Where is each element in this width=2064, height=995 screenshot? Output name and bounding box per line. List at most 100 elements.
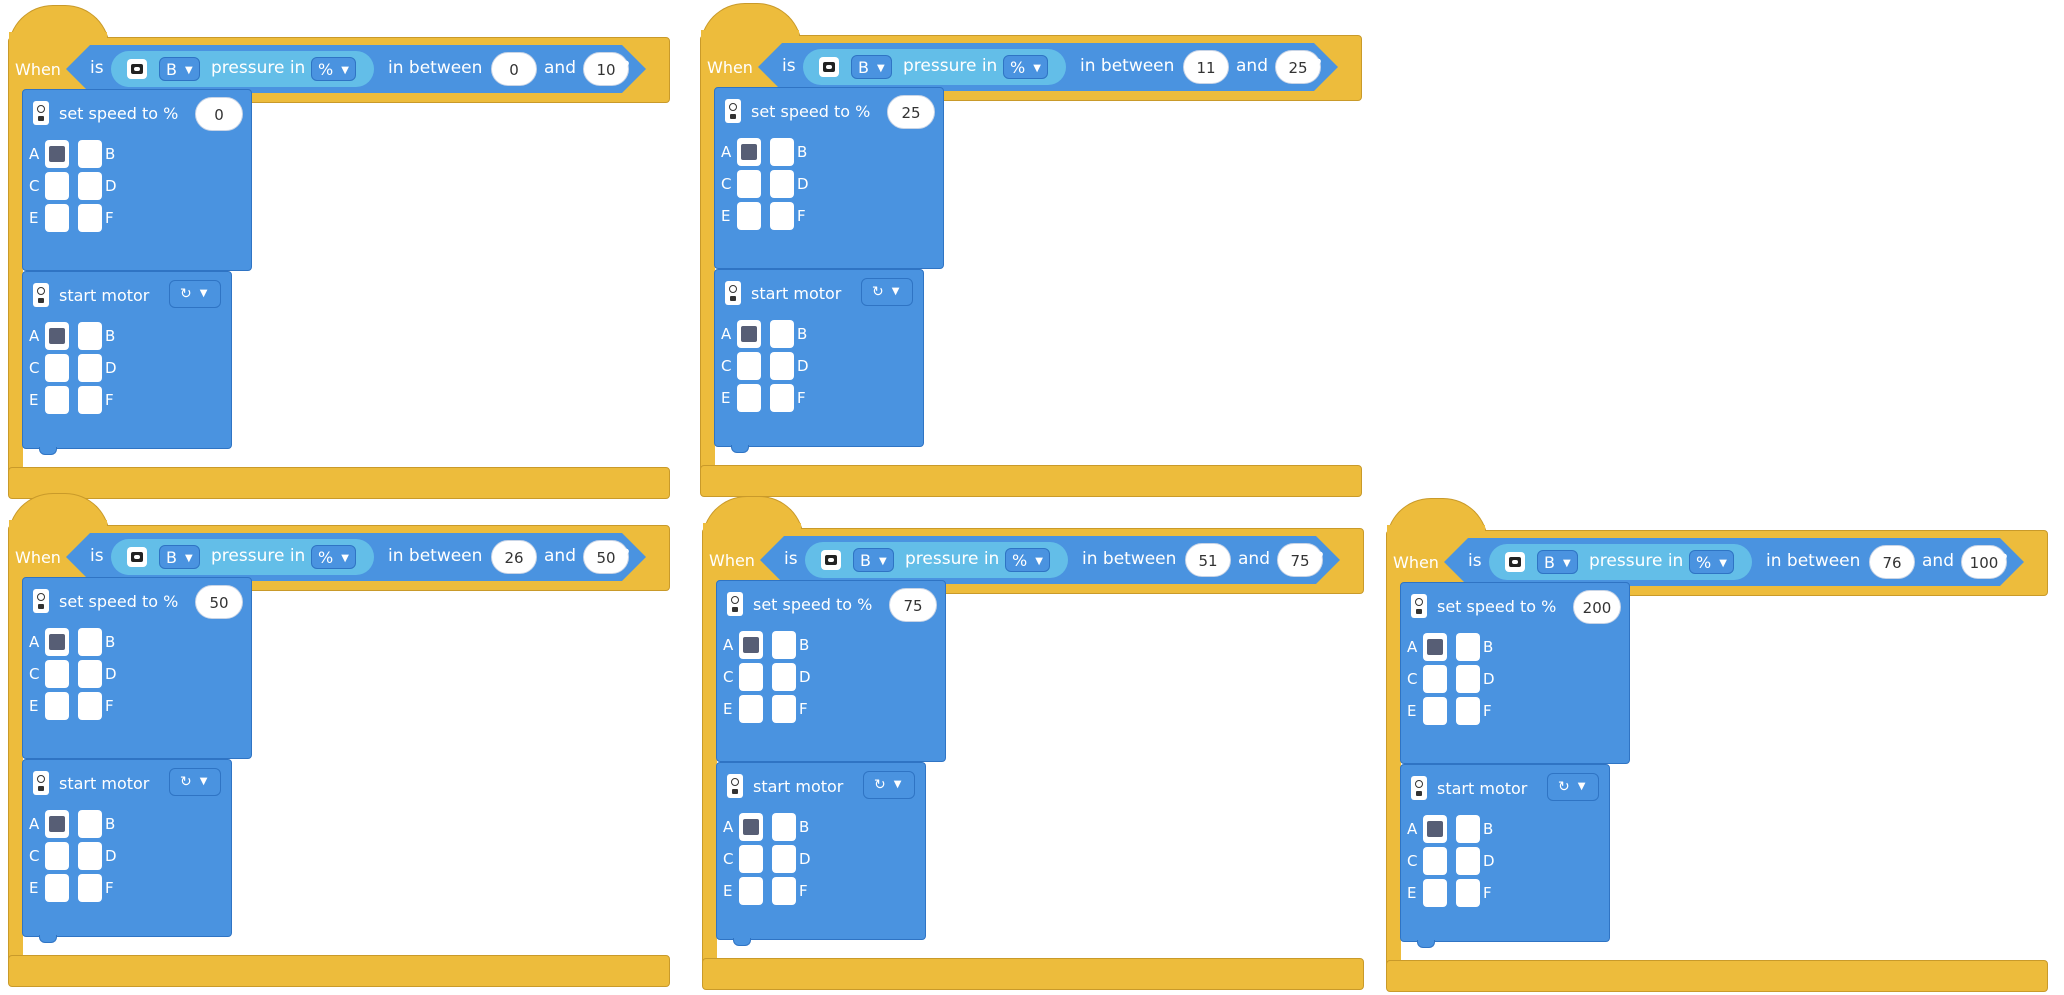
port-checkbox[interactable] — [45, 660, 69, 688]
port-checkbox[interactable] — [45, 386, 69, 414]
port-checkbox[interactable] — [737, 320, 761, 348]
port-checkbox[interactable] — [737, 352, 761, 380]
port-checkbox[interactable] — [739, 877, 763, 905]
port-checkbox[interactable] — [78, 810, 102, 838]
port-checkbox[interactable] — [78, 842, 102, 870]
port-checkbox[interactable] — [1456, 815, 1480, 843]
port-checkbox[interactable] — [78, 386, 102, 414]
speed-value-input[interactable]: 200 — [1573, 590, 1621, 624]
direction-dropdown[interactable]: ↻▼ — [861, 278, 913, 306]
unit-dropdown[interactable]: %▼ — [311, 57, 356, 81]
port-checkbox[interactable] — [1456, 879, 1480, 907]
port-checkbox[interactable] — [772, 845, 796, 873]
port-checkbox[interactable] — [45, 140, 69, 168]
port-checkbox[interactable] — [739, 663, 763, 691]
direction-dropdown[interactable]: ↻▼ — [1547, 773, 1599, 801]
port-checkbox[interactable] — [45, 172, 69, 200]
min-value-input[interactable]: 11 — [1183, 50, 1229, 84]
direction-dropdown[interactable]: ↻▼ — [169, 768, 221, 796]
port-checkbox[interactable] — [1423, 697, 1447, 725]
port-checkbox[interactable] — [78, 172, 102, 200]
port-checkbox[interactable] — [770, 170, 794, 198]
unit-dropdown[interactable]: %▼ — [1005, 548, 1050, 572]
port-checkbox[interactable] — [1456, 847, 1480, 875]
sensor-reporter[interactable]: B▼pressure in%▼ — [1489, 544, 1752, 580]
speed-value-input[interactable]: 0 — [195, 97, 243, 131]
port-checkbox[interactable] — [1456, 697, 1480, 725]
direction-dropdown[interactable]: ↻▼ — [169, 280, 221, 308]
sensor-reporter[interactable]: B▼pressure in%▼ — [805, 542, 1068, 578]
port-checkbox[interactable] — [45, 204, 69, 232]
port-checkbox[interactable] — [772, 663, 796, 691]
direction-dropdown[interactable]: ↻▼ — [863, 771, 915, 799]
port-checkbox[interactable] — [739, 695, 763, 723]
sensor-port-dropdown[interactable]: B▼ — [1537, 550, 1578, 574]
unit-dropdown[interactable]: %▼ — [1689, 550, 1734, 574]
sensor-port-dropdown[interactable]: B▼ — [159, 57, 200, 81]
speed-value-input[interactable]: 50 — [195, 585, 243, 619]
port-checkbox[interactable] — [78, 660, 102, 688]
port-checkbox[interactable] — [737, 384, 761, 412]
min-value-input[interactable]: 0 — [491, 52, 537, 86]
port-checkbox[interactable] — [770, 202, 794, 230]
min-value-input[interactable]: 76 — [1869, 545, 1915, 579]
port-checkbox[interactable] — [78, 628, 102, 656]
unit-dropdown[interactable]: %▼ — [311, 545, 356, 569]
port-checkbox[interactable] — [78, 204, 102, 232]
port-checkbox[interactable] — [1423, 815, 1447, 843]
speed-value-input[interactable]: 25 — [887, 95, 935, 129]
port-checkbox[interactable] — [78, 692, 102, 720]
speed-value-input[interactable]: 75 — [889, 588, 937, 622]
sensor-port-dropdown[interactable]: B▼ — [159, 545, 200, 569]
min-value-input[interactable]: 51 — [1185, 543, 1231, 577]
unit-dropdown[interactable]: %▼ — [1003, 55, 1048, 79]
port-checkbox[interactable] — [739, 845, 763, 873]
port-checkbox[interactable] — [770, 384, 794, 412]
port-checkbox[interactable] — [772, 813, 796, 841]
port-checkbox[interactable] — [1423, 879, 1447, 907]
port-checkbox[interactable] — [45, 322, 69, 350]
port-checkbox[interactable] — [78, 354, 102, 382]
sensor-reporter[interactable]: B▼pressure in%▼ — [111, 539, 374, 575]
sensor-port-dropdown[interactable]: B▼ — [853, 548, 894, 572]
port-checkbox[interactable] — [1423, 665, 1447, 693]
port-checkbox[interactable] — [45, 628, 69, 656]
port-checkbox[interactable] — [45, 692, 69, 720]
port-checkbox[interactable] — [1423, 633, 1447, 661]
port-checkbox[interactable] — [45, 874, 69, 902]
max-value-input[interactable]: 50 — [583, 540, 629, 574]
max-value-input[interactable]: 100 — [1961, 545, 2007, 579]
port-checkbox[interactable] — [78, 874, 102, 902]
port-checkbox[interactable] — [772, 631, 796, 659]
sensor-reporter[interactable]: B▼pressure in%▼ — [111, 51, 374, 87]
port-checkbox[interactable] — [737, 202, 761, 230]
port-checkbox[interactable] — [770, 352, 794, 380]
port-checkbox[interactable] — [772, 695, 796, 723]
port-checkbox[interactable] — [1423, 847, 1447, 875]
port-checkbox[interactable] — [78, 322, 102, 350]
port-checkbox[interactable] — [45, 842, 69, 870]
sensor-reporter[interactable]: B▼pressure in%▼ — [803, 49, 1066, 85]
port-checkbox[interactable] — [772, 877, 796, 905]
min-value-input[interactable]: 26 — [491, 540, 537, 574]
port-checkbox[interactable] — [737, 170, 761, 198]
max-value-input[interactable]: 10 — [583, 52, 629, 86]
port-checkbox[interactable] — [78, 140, 102, 168]
